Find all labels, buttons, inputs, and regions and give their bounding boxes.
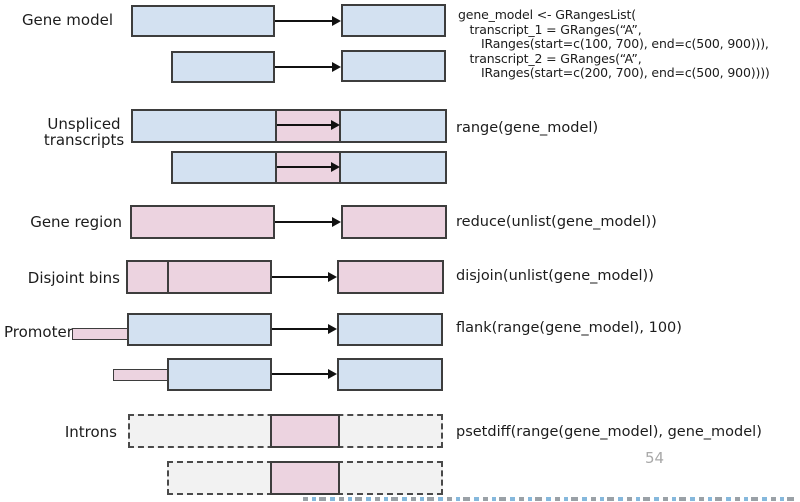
page-number: 54 bbox=[645, 449, 665, 467]
arrow-line bbox=[275, 66, 333, 68]
unspliced-label-line1: Unspliced bbox=[47, 115, 121, 133]
arrow-line bbox=[275, 221, 333, 223]
unspliced-t1-intron-segment bbox=[275, 109, 341, 143]
disjoin-code-label: disjoin(unlist(gene_model)) bbox=[456, 268, 654, 284]
arrow-head-icon bbox=[331, 120, 340, 130]
flank-code-label: flank(range(gene_model), 100) bbox=[456, 320, 682, 336]
arrow-head-icon bbox=[328, 369, 337, 379]
arrow-line bbox=[272, 373, 329, 375]
code-line: IRanges(start=c(100, 700), end=c(500, 90… bbox=[458, 36, 769, 52]
promoter-t2-gene-box bbox=[167, 358, 272, 391]
arrow-line bbox=[277, 166, 332, 168]
introns-t2-intron-box bbox=[270, 461, 340, 495]
arrow-head-icon bbox=[331, 162, 340, 172]
gene-model-t2-exon1-box bbox=[171, 51, 275, 83]
gene-region-box1 bbox=[130, 205, 275, 239]
unspliced-transcripts-label: Unspliced transcripts bbox=[35, 116, 133, 148]
unspliced-t1-arrow bbox=[277, 120, 340, 130]
introns-label: Introns bbox=[64, 423, 117, 441]
promoter-t2-arrow bbox=[272, 369, 337, 379]
reduce-code-label: reduce(unlist(gene_model)) bbox=[456, 214, 657, 230]
gene-region-label: Gene region bbox=[30, 213, 122, 231]
arrow-line bbox=[272, 276, 329, 278]
disjoint-bins-label: Disjoint bins bbox=[27, 269, 120, 287]
introns-t1-intron-box bbox=[270, 414, 340, 448]
unspliced-label-line2: transcripts bbox=[43, 131, 125, 149]
code-line: gene_model <- GRangesList( bbox=[458, 7, 636, 22]
arrow-line bbox=[272, 328, 329, 330]
range-code-label: range(gene_model) bbox=[456, 120, 599, 136]
gene-model-t2-exon2-box bbox=[341, 50, 446, 82]
promoter-label: Promoter bbox=[4, 323, 73, 341]
gene-model-t1-exon2-box bbox=[341, 4, 446, 37]
arrow-head-icon bbox=[328, 324, 337, 334]
promoter-t1-result-box bbox=[337, 313, 443, 346]
disjoint-bins-arrow bbox=[272, 272, 337, 282]
code-line: IRanges(start=c(200, 700), end=c(500, 90… bbox=[458, 65, 770, 81]
psetdiff-code-label: psetdiff(range(gene_model), gene_model) bbox=[456, 424, 762, 440]
arrow-line bbox=[275, 20, 333, 22]
clipped-citation-line bbox=[303, 497, 795, 501]
arrow-head-icon bbox=[332, 217, 341, 227]
gene-model-code-block: gene_model <- GRangesList( transcript_1 … bbox=[458, 7, 770, 81]
arrow-head-icon bbox=[328, 272, 337, 282]
arrow-head-icon bbox=[332, 16, 341, 26]
promoter-t1-arrow bbox=[272, 324, 337, 334]
disjoint-bins-box1 bbox=[126, 260, 272, 294]
disjoint-bins-box2 bbox=[337, 260, 444, 294]
promoter-t2-flank-bar bbox=[113, 369, 171, 381]
bin-divider bbox=[167, 260, 169, 294]
gene-model-t1-arrow bbox=[275, 16, 341, 26]
promoter-t2-result-box bbox=[337, 358, 443, 391]
code-line: transcript_1 = GRanges(“A”, bbox=[458, 21, 642, 37]
gene-region-arrow bbox=[275, 217, 341, 227]
promoter-t1-gene-box bbox=[127, 313, 272, 346]
unspliced-t2-arrow bbox=[277, 162, 340, 172]
gene-model-t1-exon1-box bbox=[131, 5, 275, 37]
arrow-head-icon bbox=[332, 62, 341, 72]
arrow-line bbox=[277, 124, 332, 126]
code-line: transcript_2 = GRanges(“A”, bbox=[458, 50, 642, 66]
gene-model-t2-arrow bbox=[275, 62, 341, 72]
gene-region-box2 bbox=[341, 205, 447, 239]
promoter-t1-flank-bar bbox=[72, 328, 134, 340]
gene-model-label: Gene model bbox=[21, 11, 113, 29]
